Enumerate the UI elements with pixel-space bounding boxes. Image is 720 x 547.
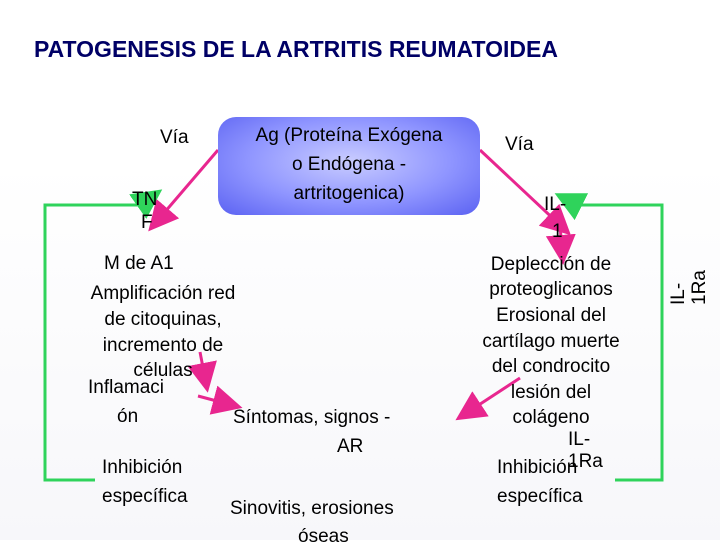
arrow-node-to-il1 bbox=[478, 148, 571, 236]
depletion-line-2: proteoglicanos bbox=[489, 279, 613, 300]
symptoms-line-1: Síntomas, signos - bbox=[233, 407, 391, 428]
right-via-label: Vía bbox=[505, 134, 534, 155]
antigen-line-1: Ag (Proteína Exógena bbox=[255, 125, 443, 146]
il1-label-1: IL- bbox=[544, 194, 567, 215]
tnf-label-1: TN bbox=[132, 189, 158, 210]
left-inhibition-line-2: específica bbox=[102, 486, 188, 507]
amplification-line-3: incremento de bbox=[102, 335, 224, 356]
antigen-line-3: artritogenica) bbox=[293, 183, 405, 204]
right-inhibition-bracket bbox=[578, 203, 664, 482]
left-inhibition-arrowhead bbox=[129, 189, 163, 219]
vertical-ilra-line-2: 1Ra bbox=[689, 270, 710, 305]
right-inhibition-arrowhead bbox=[554, 193, 589, 221]
arrow-il1-to-deplecion bbox=[545, 224, 576, 265]
left-inhibition-line-1: Inhibición bbox=[102, 457, 183, 478]
arrow-amp-to-inflamacion bbox=[187, 351, 217, 393]
ilra-label-2: 1Ra bbox=[568, 451, 603, 472]
arrow-inflamacion-to-sintomas bbox=[197, 385, 243, 415]
ilra-label-1: IL- bbox=[568, 429, 591, 450]
tnf-label-2: F bbox=[141, 212, 153, 233]
depletion-line-1: Deplección de bbox=[490, 254, 612, 275]
amplification-line-2: de citoquinas, bbox=[104, 309, 222, 330]
amplification-line-4: células bbox=[133, 360, 193, 381]
synovitis-line-1: Sinovitis, erosiones bbox=[230, 498, 394, 519]
left-via-label: Vía bbox=[160, 127, 189, 148]
antigen-line-2: o Endógena - bbox=[291, 154, 407, 175]
mda1-label: M de A1 bbox=[104, 253, 174, 274]
synovitis-line-2: óseas bbox=[298, 526, 349, 547]
arrow-deplecion-to-sintomas bbox=[455, 376, 521, 421]
arrow-node-to-tnf bbox=[148, 149, 220, 232]
depletion-line-5: del condrocito bbox=[491, 356, 611, 377]
antigen-node bbox=[218, 117, 480, 215]
right-inhibition-line-1: Inhibición bbox=[497, 457, 578, 478]
right-inhibition-line-2: específica bbox=[497, 486, 583, 507]
left-inhibition-bracket bbox=[43, 203, 140, 482]
depletion-line-4: cartílago muerte bbox=[482, 331, 620, 352]
inflammation-line-2: ón bbox=[117, 406, 139, 427]
vertical-ilra-line-1: IL- bbox=[668, 282, 689, 305]
page-title: PATOGENESIS DE LA ARTRITIS REUMATOIDEA bbox=[34, 36, 558, 62]
inflammation-line-1: Inflamaci bbox=[88, 377, 165, 398]
depletion-line-6: lesión del bbox=[510, 382, 592, 403]
symptoms-line-2: AR bbox=[337, 436, 364, 457]
il1-label-2: 1 bbox=[552, 221, 563, 242]
amplification-line-1: Amplificación red bbox=[90, 283, 236, 304]
depletion-line-7: colágeno bbox=[512, 407, 590, 428]
depletion-line-3: Erosional del bbox=[496, 305, 606, 326]
vertical-ilra-label: IL- 1Ra bbox=[668, 245, 710, 305]
